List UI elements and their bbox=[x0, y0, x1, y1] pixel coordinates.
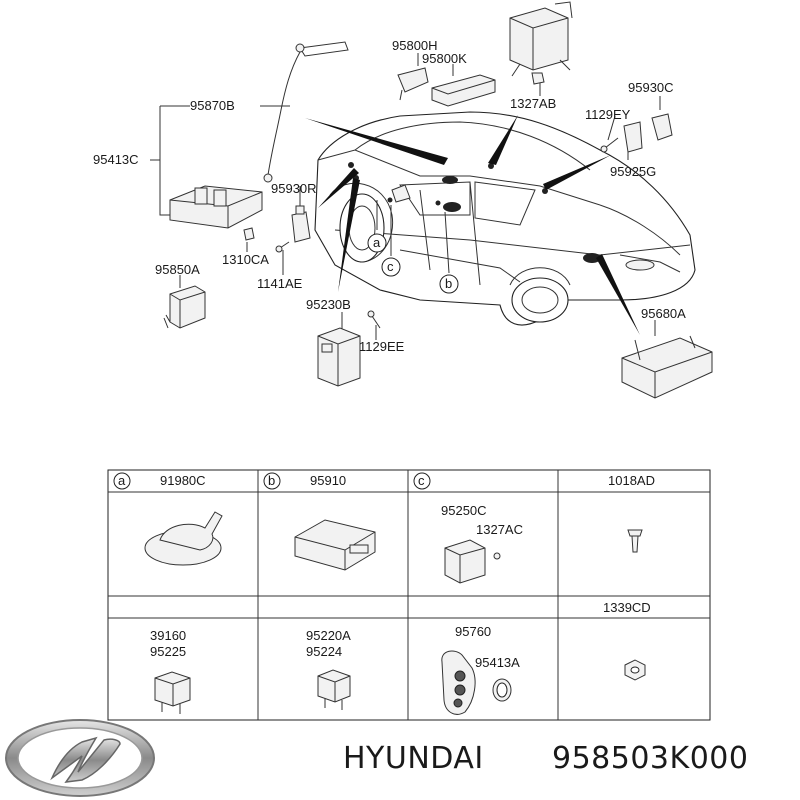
callout-95230B: 95230B bbox=[306, 297, 351, 312]
screw-1141AE-part bbox=[275, 241, 290, 253]
nut-1339CD-part bbox=[624, 659, 646, 681]
control-box-part bbox=[509, 1, 573, 77]
relay-95220A-part bbox=[317, 669, 351, 710]
table-header-letter-a: a bbox=[118, 473, 126, 488]
label-95224: 95224 bbox=[306, 644, 342, 659]
relay-39160-part bbox=[154, 671, 191, 714]
pointer-wedges bbox=[305, 115, 640, 335]
callout-95850A: 95850A bbox=[155, 262, 200, 277]
table-header-letter-b: b bbox=[268, 473, 275, 488]
callout-1310CA: 1310CA bbox=[222, 252, 269, 267]
bracket-95800H-part bbox=[397, 67, 429, 101]
horn-91980C-part bbox=[144, 511, 223, 566]
callout-95925G: 95925G bbox=[610, 164, 656, 179]
part-number: 958503K000 bbox=[552, 741, 748, 776]
pointer-wedge bbox=[596, 254, 640, 335]
brand-name: HYUNDAI bbox=[343, 741, 484, 776]
parts-table: a 91980C b 95910 c 1018AD 95250C 1327AC bbox=[107, 469, 711, 721]
ref-marker-a: a bbox=[373, 235, 381, 250]
callout-1327AB: 1327AB bbox=[510, 96, 556, 111]
hyundai-logo bbox=[5, 719, 155, 797]
callout-95800H: 95800H bbox=[392, 38, 438, 53]
bolt-1129EE-part bbox=[367, 310, 381, 329]
label-95220A: 95220A bbox=[306, 628, 351, 643]
callout-95930R: 95930R bbox=[271, 181, 317, 196]
pointer-wedge bbox=[305, 118, 448, 165]
ref-marker-c: c bbox=[387, 259, 394, 274]
nut-1327AB-part bbox=[531, 72, 545, 85]
module-95680A-part bbox=[621, 335, 713, 399]
label-39160: 39160 bbox=[150, 628, 186, 643]
table-header-code-d: 1018AD bbox=[608, 473, 655, 488]
module-95413C-part bbox=[169, 185, 263, 229]
pointer-wedge bbox=[488, 115, 518, 165]
pointer-wedge bbox=[318, 168, 359, 208]
table-header-code-b: 95910 bbox=[310, 473, 346, 488]
label-95250C: 95250C bbox=[441, 503, 487, 518]
pointer-wedge bbox=[543, 155, 611, 190]
callout-95800K: 95800K bbox=[422, 51, 467, 66]
table-header-code-1339CD: 1339CD bbox=[603, 600, 651, 615]
module-95850A-part bbox=[163, 285, 206, 329]
callout-1141AE: 1141AE bbox=[257, 276, 303, 291]
leader-lines bbox=[150, 53, 661, 340]
key-fob-95760-part bbox=[441, 650, 512, 715]
pointer-wedge bbox=[338, 178, 360, 292]
bracket-95925G-part bbox=[623, 121, 643, 153]
car-illustration bbox=[314, 111, 696, 326]
callout-95930C: 95930C bbox=[628, 80, 674, 95]
label-95760: 95760 bbox=[455, 624, 491, 639]
sensor-95930R-part bbox=[291, 205, 311, 243]
module-95800K-part bbox=[431, 74, 496, 107]
ref-marker-b: b bbox=[445, 276, 452, 291]
module-95910-part bbox=[294, 519, 376, 571]
callout-95413C: 95413C bbox=[93, 152, 139, 167]
table-header-letter-c: c bbox=[418, 473, 425, 488]
callout-1129EE: 1129EE bbox=[359, 339, 405, 354]
callout-95680A: 95680A bbox=[641, 306, 686, 321]
screw-1129EY-part bbox=[600, 137, 619, 153]
label-1327AC: 1327AC bbox=[476, 522, 523, 537]
label-95225: 95225 bbox=[150, 644, 186, 659]
reference-markers: a c b bbox=[367, 233, 459, 294]
relay-95250C-part bbox=[444, 539, 501, 584]
callout-95870B: 95870B bbox=[190, 98, 235, 113]
callout-labels: 95870B 95413C 95800H 95800K 1327AB 95930… bbox=[93, 38, 686, 354]
label-95413A: 95413A bbox=[475, 655, 520, 670]
screw-1018AD-part bbox=[627, 529, 643, 553]
clip-1310CA-part bbox=[243, 227, 255, 241]
antenna-cable-part bbox=[263, 41, 349, 183]
table-header-code-a: 91980C bbox=[160, 473, 206, 488]
callout-1129EY: 1129EY bbox=[585, 107, 631, 122]
relay-95230B-part bbox=[317, 327, 361, 387]
sensor-95930C-part bbox=[651, 113, 673, 141]
